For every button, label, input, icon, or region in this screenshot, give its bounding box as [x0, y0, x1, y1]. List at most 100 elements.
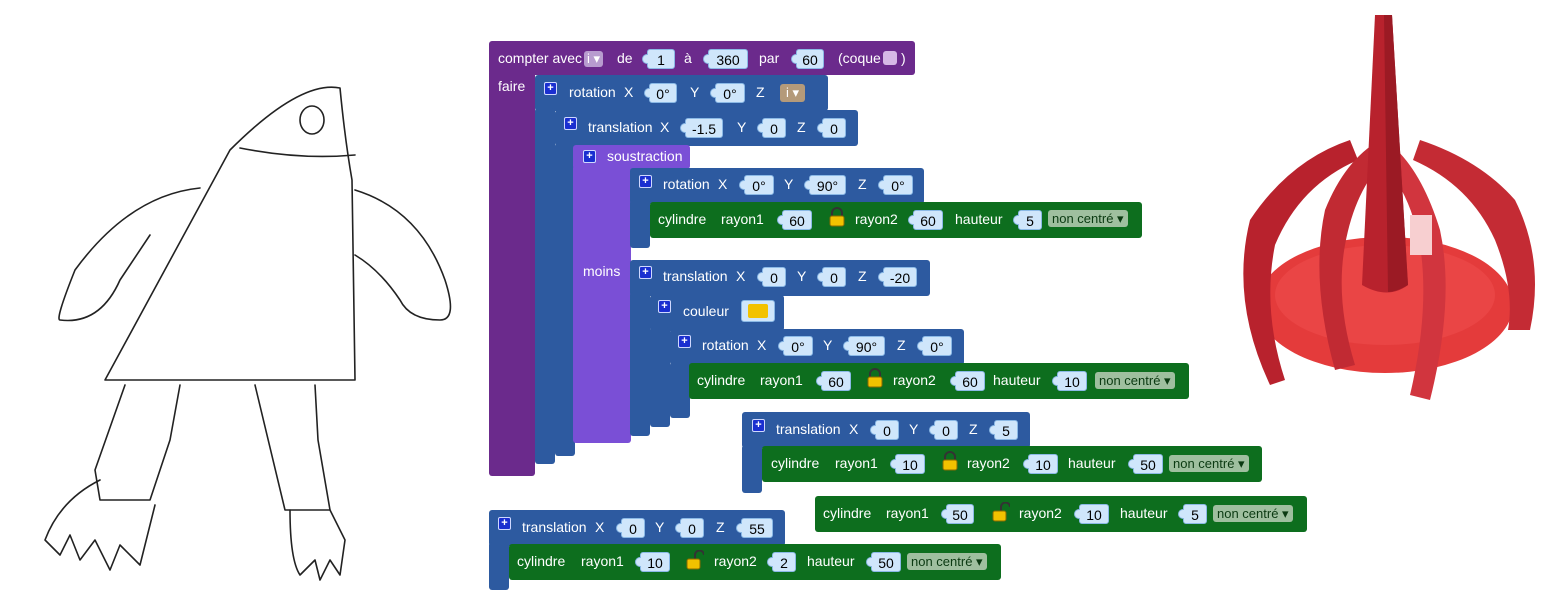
cylinder-4-hauteur-input[interactable]: 5: [1178, 504, 1207, 524]
loop-body-rail: [489, 70, 535, 476]
soustraction-label: soustraction: [607, 148, 683, 164]
rotation-1-y-label: Y: [690, 84, 700, 100]
translation-3-y-label: Y: [909, 421, 919, 437]
rotation-2-x-input[interactable]: 0°: [739, 175, 774, 195]
rotation-3-z-input[interactable]: 0°: [917, 336, 952, 356]
coque-checkbox[interactable]: [883, 51, 897, 65]
cylinder-5-label: cylindre: [517, 553, 566, 569]
loop-de-label: de: [617, 50, 633, 66]
translation-4-x-input[interactable]: 0: [616, 518, 645, 538]
translation-3-x-input[interactable]: 0: [870, 420, 899, 440]
translation-2-z-input[interactable]: -20: [878, 267, 917, 287]
rotation-1-y-input[interactable]: 0°: [710, 83, 745, 103]
plus-icon[interactable]: +: [639, 175, 652, 188]
cylinder-5-hauteur-input[interactable]: 50: [866, 552, 901, 572]
cylinder-1-label: cylindre: [658, 211, 707, 227]
cylinder-5-mode-dropdown[interactable]: non centré ▾: [907, 553, 987, 570]
cylinder-3-rayon2-label: rayon2: [967, 455, 1010, 471]
translation-2-label: translation: [663, 268, 728, 284]
cylinder-3-rayon2-input[interactable]: 10: [1023, 454, 1058, 474]
loop-block[interactable]: [489, 41, 915, 75]
cylinder-2-mode-dropdown[interactable]: non centré ▾: [1095, 372, 1175, 389]
cylinder-5-rayon1-label: rayon1: [581, 553, 624, 569]
lock-icon[interactable]: [866, 368, 884, 388]
3d-model-render: [1243, 15, 1535, 400]
translation-4-y-label: Y: [655, 519, 665, 535]
rotation-1-x-input[interactable]: 0°: [644, 83, 677, 103]
cylinder-4-rayon2-input[interactable]: 10: [1074, 504, 1109, 524]
loop-faire-label: faire: [498, 78, 526, 94]
loop-step-input[interactable]: 60: [791, 49, 824, 69]
cylinder-4-rayon2-label: rayon2: [1019, 505, 1062, 521]
cylinder-5-rayon1-input[interactable]: 10: [635, 552, 670, 572]
translation-4-y-input[interactable]: 0: [675, 518, 704, 538]
translation-3-y-input[interactable]: 0: [929, 420, 958, 440]
rotation-3-z-label: Z: [897, 337, 906, 353]
rotation-2-z-input[interactable]: 0°: [878, 175, 913, 195]
loop-a-label: à: [684, 50, 692, 66]
rotation-2-y-input[interactable]: 90°: [804, 175, 846, 195]
translation-1-y-input[interactable]: 0: [757, 118, 786, 138]
lock-icon[interactable]: [828, 207, 846, 227]
cylinder-4-label: cylindre: [823, 505, 872, 521]
soustraction-rail: [573, 165, 631, 443]
rotation-3-y-input[interactable]: 90°: [843, 336, 885, 356]
cylinder-2-rayon2-label: rayon2: [893, 372, 936, 388]
plus-icon[interactable]: +: [658, 300, 671, 313]
cylinder-1-mode-dropdown[interactable]: non centré ▾: [1048, 210, 1128, 227]
rotation-block-2[interactable]: [630, 168, 924, 204]
loop-variable-dropdown[interactable]: i ▾: [584, 51, 604, 67]
cylinder-1-rayon2-label: rayon2: [855, 211, 898, 227]
translation-3-label: translation: [776, 421, 841, 437]
cylinder-2-rayon1-input[interactable]: 60: [816, 371, 851, 391]
loop-par-label: par: [759, 50, 780, 66]
loop-from-input[interactable]: 1: [642, 49, 675, 69]
rotation-3-x-label: X: [757, 337, 767, 353]
translation-1-z-label: Z: [797, 119, 806, 135]
plus-icon[interactable]: +: [583, 150, 596, 163]
cylinder-1-rayon2-input[interactable]: 60: [908, 210, 943, 230]
cylinder-2-rayon1-label: rayon1: [760, 372, 803, 388]
translation-4-rail: [489, 542, 509, 590]
cylinder-2-rayon2-input[interactable]: 60: [950, 371, 985, 391]
translation-1-rail: [555, 143, 575, 456]
lock-icon[interactable]: [992, 502, 1010, 522]
cylinder-4-mode-dropdown[interactable]: non centré ▾: [1213, 505, 1293, 522]
cylinder-3-mode-dropdown[interactable]: non centré ▾: [1169, 455, 1249, 472]
loop-close-paren: ): [901, 50, 906, 66]
translation-1-z-input[interactable]: 0: [817, 118, 846, 138]
translation-1-y-label: Y: [737, 119, 747, 135]
cylinder-5-hauteur-label: hauteur: [807, 553, 855, 569]
plus-icon[interactable]: +: [639, 266, 652, 279]
translation-2-y-label: Y: [797, 268, 807, 284]
plus-icon[interactable]: +: [498, 517, 511, 530]
translation-2-rail: [630, 292, 650, 436]
rotation-block-1[interactable]: [535, 75, 828, 111]
cylinder-5-rayon2-label: rayon2: [714, 553, 757, 569]
plus-icon[interactable]: +: [678, 335, 691, 348]
rotation-3-x-input[interactable]: 0°: [778, 336, 813, 356]
cylinder-1-hauteur-input[interactable]: 5: [1013, 210, 1042, 230]
rotation-1-z-variable[interactable]: i ▾: [780, 84, 806, 102]
rotation-block-3[interactable]: [670, 329, 964, 365]
cylinder-4-rayon1-input[interactable]: 50: [941, 504, 974, 524]
rotation-3-rail: [670, 362, 690, 418]
translation-4-z-input[interactable]: 55: [736, 518, 773, 538]
cylinder-3-hauteur-input[interactable]: 50: [1128, 454, 1163, 474]
cylinder-1-rayon1-input[interactable]: 60: [777, 210, 812, 230]
loop-to-input[interactable]: 360: [703, 49, 748, 69]
cylinder-3-rayon1-input[interactable]: 10: [890, 454, 925, 474]
plus-icon[interactable]: +: [564, 117, 577, 130]
translation-2-y-input[interactable]: 0: [817, 267, 846, 287]
translation-3-z-input[interactable]: 5: [989, 420, 1018, 440]
cylinder-2-hauteur-input[interactable]: 10: [1052, 371, 1087, 391]
cylinder-5-rayon2-input[interactable]: 2: [767, 552, 796, 572]
lock-icon[interactable]: [941, 451, 959, 471]
translation-1-x-input[interactable]: -1.5: [680, 118, 723, 138]
translation-2-x-input[interactable]: 0: [757, 267, 786, 287]
lock-icon[interactable]: [686, 550, 704, 570]
plus-icon[interactable]: +: [752, 419, 765, 432]
rocket-sketch-drawing: [44, 86, 452, 581]
plus-icon[interactable]: +: [544, 82, 557, 95]
cylinder-4-hauteur-label: hauteur: [1120, 505, 1168, 521]
